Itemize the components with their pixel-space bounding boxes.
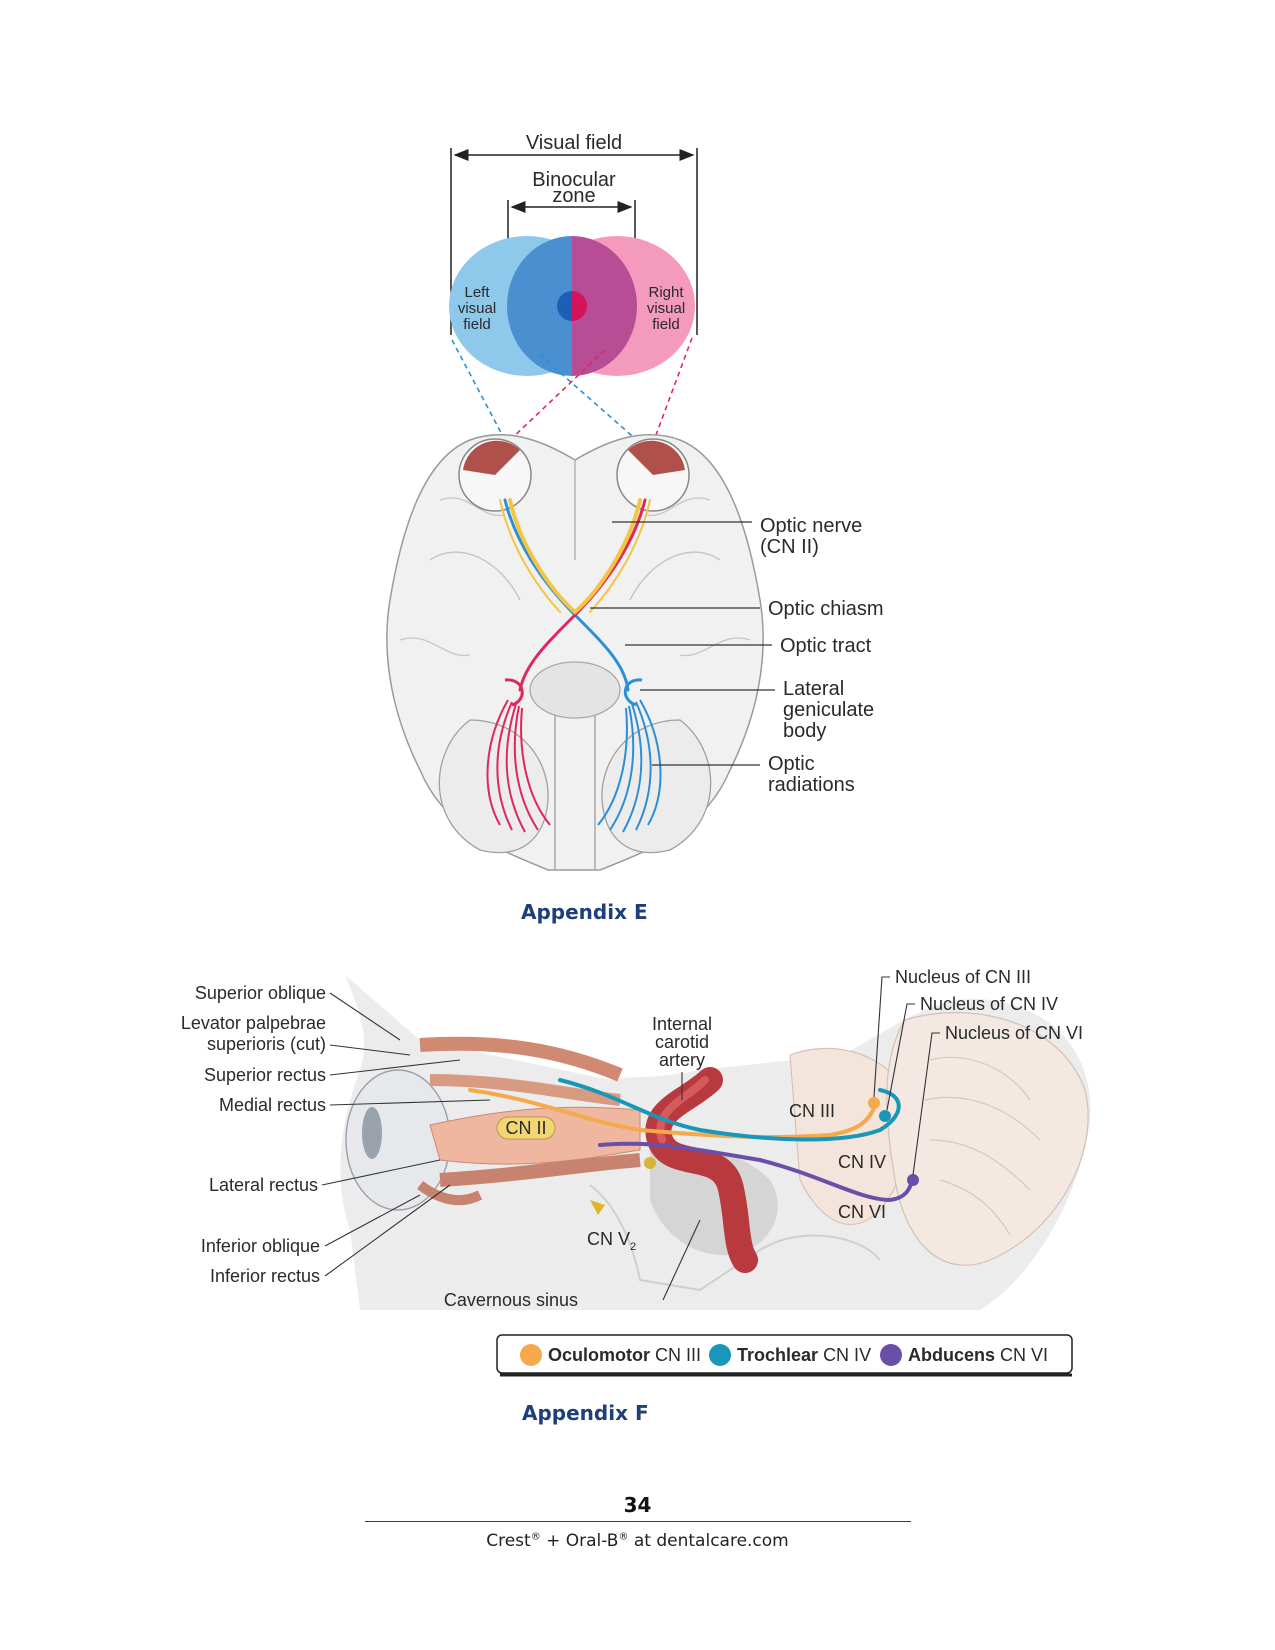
nucleus-iii-dot [868,1097,880,1109]
radiations-label-1: Optic [768,753,815,775]
brand-crest: Crest [486,1531,531,1551]
cn-ii-nerve [496,1116,556,1140]
legend-name-abducens: Abducens [908,1345,995,1365]
nerve-legend: Oculomotor CN III Trochlear CN IV Abduce… [496,1334,1073,1377]
legend-name-oculomotor: Oculomotor [548,1345,650,1365]
appendix-e-caption: Appendix E [521,900,648,924]
brain-illustration [386,433,764,871]
left-field-label-2: visual [458,300,496,317]
cavernous-sinus-label: Cavernous sinus [444,1290,578,1310]
trochlear-path [558,1078,901,1142]
nucleus-iv-dot [879,1110,891,1122]
cn-iii-label: CN III [789,1101,835,1121]
binocular-label-line1: Binocular [532,169,616,191]
binocular-zone [507,236,637,376]
nucleus-vi-label: Nucleus of CN VI [945,1023,1083,1043]
cn-vi-label: CN VI [838,1202,886,1222]
superior-rectus-label: Superior rectus [204,1065,326,1085]
svg-text:Oculomotor CN III: Oculomotor CN III [548,1345,701,1365]
left-field-label-1: Left [464,284,490,301]
leader-lines-e [590,521,775,766]
nucleus-iv-label: Nucleus of CN IV [920,994,1058,1014]
abducens-path [598,1141,914,1203]
extraocular-nerves-figure: Superior oblique Levator palpebrae super… [181,967,1091,1377]
oculomotor-swatch [520,1344,542,1366]
oculomotor-path [468,1088,877,1140]
right-field-label-3: field [652,316,680,333]
optic-chiasm-label: Optic chiasm [768,598,884,620]
superior-oblique-label: Superior oblique [195,983,326,1003]
binocular-label-line2: zone [552,185,595,207]
internal-carotid-label-2: carotid [655,1032,709,1052]
lateral-rectus-label: Lateral rectus [209,1175,318,1195]
lgb-label-3: body [783,720,826,742]
svg-text:Trochlear CN IV: Trochlear CN IV [737,1345,871,1365]
lgb-label-1: Lateral [783,678,844,700]
trochlear-swatch [709,1344,731,1366]
inferior-oblique-label: Inferior oblique [201,1236,320,1256]
lateral-geniculate-bodies [504,678,643,707]
inferior-rectus-label: Inferior rectus [210,1266,320,1286]
levator-label-1: Levator palpebrae [181,1013,326,1033]
svg-text:Abducens CN VI: Abducens CN VI [908,1345,1048,1365]
optic-tract-label: Optic tract [780,635,872,657]
nucleus-vi-dot [907,1174,919,1186]
page-number: 34 [623,1493,652,1517]
optic-nerve-label-2: (CN II) [760,536,819,558]
optic-nerve-label-1: Optic nerve [760,515,862,537]
abducens-swatch [880,1344,902,1366]
footer-divider [365,1521,911,1522]
internal-carotid-label-1: Internal [652,1014,712,1034]
legend-item-oculomotor: Oculomotor CN III [520,1344,701,1366]
left-field-label-3: field [463,316,491,333]
right-field-label-1: Right [648,284,684,301]
legend-suffix-trochlear: CN IV [823,1345,871,1365]
cn-ii-label: CN II [505,1118,546,1138]
radiations-label-2: radiations [768,774,855,796]
optic-radiations [486,699,662,833]
cn-v2-label: CN V2 [587,1229,636,1253]
cn-iv-label: CN IV [838,1152,886,1172]
brand-oral-b: + Oral-B [540,1531,619,1551]
right-field-label-2: visual [647,300,685,317]
eye-orbit [345,1036,641,1211]
cranial-nerve-paths [468,1078,914,1203]
footer-brand-line: Crest® + Oral-B® at dentalcare.com [0,1531,1275,1551]
levator-label-2: superioris (cut) [207,1034,326,1054]
legend-item-abducens: Abducens CN VI [880,1344,1048,1366]
reg-mark-2: ® [618,1531,629,1543]
optic-pathways [499,498,651,692]
visual-pathway-figure: Visual field Binocular zone Left visual … [386,132,884,871]
legend-name-trochlear: Trochlear [737,1345,818,1365]
nucleus-iii-label: Nucleus of CN III [895,967,1031,987]
medial-rectus-label: Medial rectus [219,1095,326,1115]
brand-site: at dentalcare.com [628,1531,789,1551]
legend-suffix-abducens: CN VI [1000,1345,1048,1365]
visual-field-label: Visual field [526,132,622,154]
internal-carotid-label-3: artery [659,1050,705,1070]
leader-lines-f [321,976,940,1301]
reg-mark-1: ® [530,1531,541,1543]
appendix-f-caption: Appendix F [522,1401,649,1425]
legend-item-trochlear: Trochlear CN IV [709,1344,871,1366]
legend-suffix-oculomotor: CN III [655,1345,701,1365]
lgb-label-2: geniculate [783,699,874,721]
